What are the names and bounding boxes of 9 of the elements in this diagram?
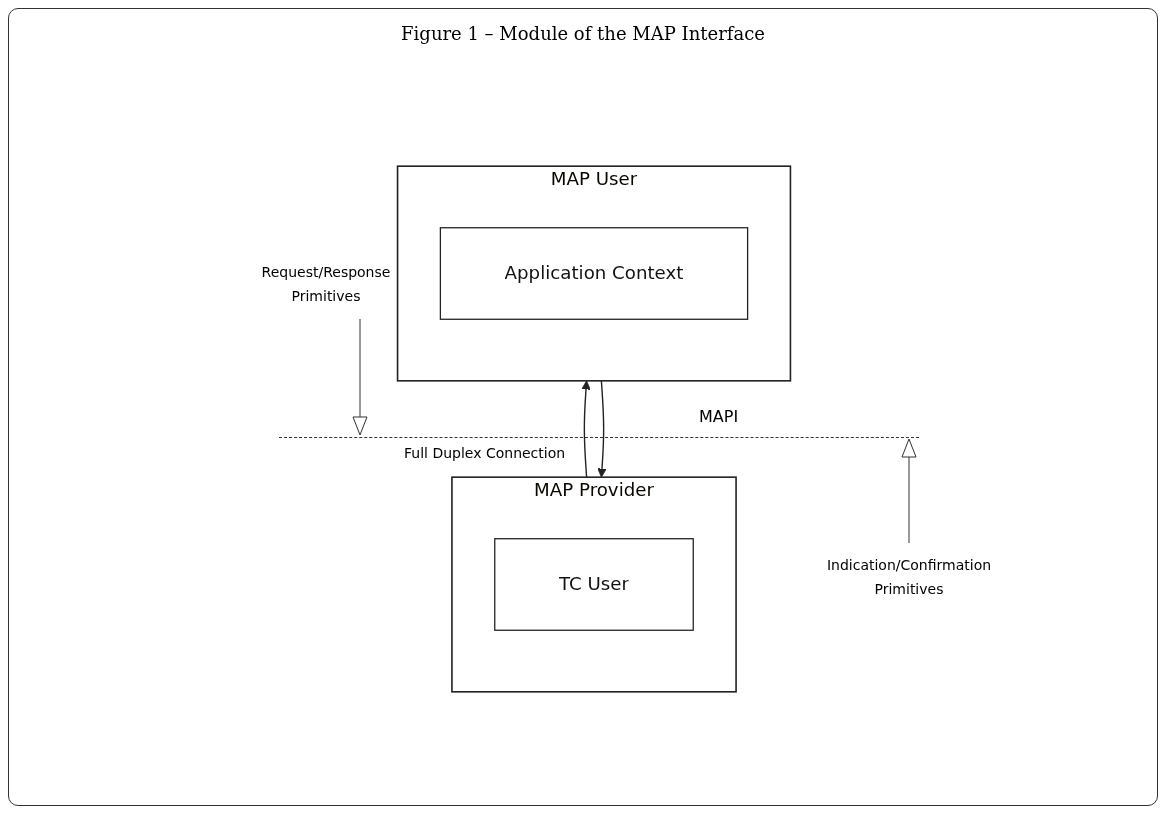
primitives-label: Request/Response Primitives <box>260 263 392 306</box>
node-box: Application Context <box>439 227 749 320</box>
node-box: TC User <box>494 538 694 631</box>
figure-title: Figure 1 – Module of the MAP Interface <box>400 23 766 44</box>
connection-label: Full Duplex Connection <box>404 445 566 461</box>
interface-label: MAPI <box>699 407 739 426</box>
arrow <box>581 380 591 478</box>
primitives-label: Indication/Confirmation Primitives <box>825 556 993 599</box>
arrow <box>597 380 607 478</box>
